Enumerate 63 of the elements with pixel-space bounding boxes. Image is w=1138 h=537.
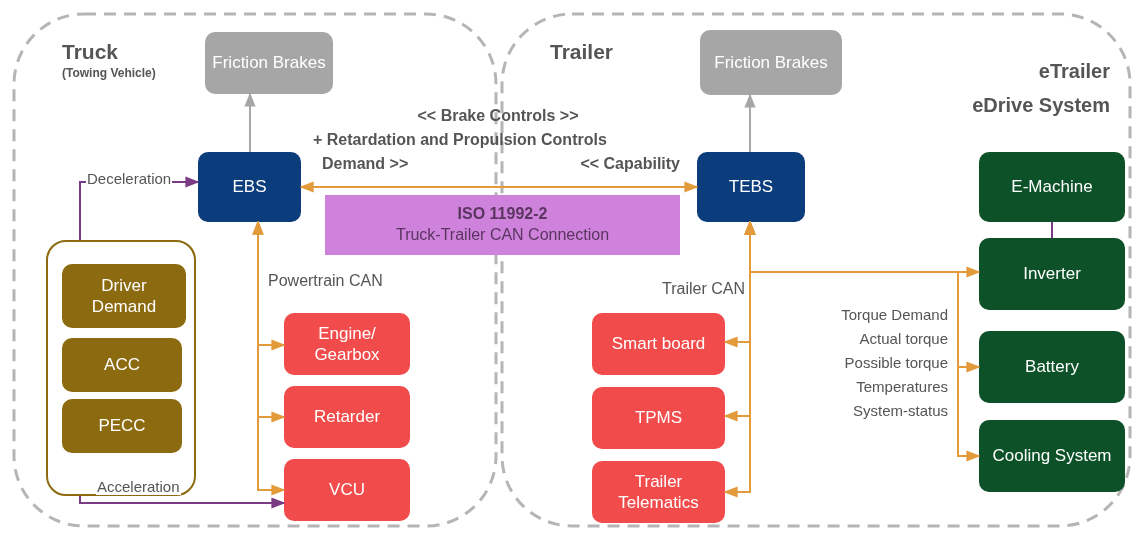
component-box (284, 386, 410, 448)
signal-arrow (79, 495, 286, 509)
arrow (299, 181, 699, 193)
box-label: PECC (98, 415, 146, 437)
box-label: EBS (232, 176, 267, 198)
signal-description: << Capability (579, 155, 680, 173)
edrive-box (979, 238, 1125, 310)
connector-line (1051, 221, 1053, 239)
connection-description: Truck-Trailer CAN Connection (395, 225, 610, 245)
input-box (62, 338, 182, 392)
box-label: E-Machine (1011, 176, 1093, 198)
region-heading: Truck (62, 40, 119, 64)
component-box (592, 313, 725, 375)
component-box (284, 313, 410, 375)
region-heading: Trailer (550, 40, 614, 64)
arrow (244, 92, 256, 153)
box-label: Trailer Telematics (617, 470, 700, 514)
bus-name: Powertrain CAN (268, 272, 384, 290)
arrow (252, 220, 286, 496)
system-heading: eDrive System (971, 94, 1110, 117)
signal-name: System-status (851, 402, 948, 419)
input-box (62, 399, 182, 453)
signal-name: Temperatures (855, 378, 948, 395)
signal-description: + Retardation and Propulsion Controls (313, 131, 608, 149)
edrive-box (979, 331, 1125, 403)
box-label: Engine/ Gearbox (313, 322, 381, 366)
box-label: Battery (1025, 356, 1079, 378)
component-box (592, 461, 725, 523)
box-label: Smart board (611, 333, 706, 355)
box-label: TEBS (728, 176, 774, 198)
arrow (744, 93, 756, 153)
region-subheading: (Towing Vehicle) (62, 66, 156, 80)
box-label: TPMS (634, 407, 683, 429)
edrive-box (979, 420, 1125, 492)
group-box (46, 240, 196, 496)
edge-label: Deceleration (86, 170, 173, 187)
edrive-box (979, 152, 1125, 222)
signal-name: Torque Demand (840, 306, 948, 323)
brake-box (700, 30, 842, 95)
box-label: VCU (329, 479, 365, 501)
bus-name: Trailer CAN (661, 280, 745, 298)
edge-label: Acceleration (96, 478, 181, 495)
box-label: Friction Brakes (212, 52, 326, 74)
signal-name: Possible torque (843, 354, 948, 371)
component-box (284, 459, 410, 521)
signal-description: << Brake Controls >> (416, 107, 580, 125)
system-heading: eTrailer (1037, 60, 1110, 83)
standard-name: ISO 11992-2 (457, 204, 548, 225)
box-label: Driver Demand (90, 274, 158, 318)
connection-bar (325, 195, 680, 255)
control-unit-box (697, 152, 805, 222)
box-label: ACC (104, 354, 140, 376)
brake-box (205, 32, 333, 94)
control-unit-box (198, 152, 301, 222)
box-label: Retarder (313, 406, 381, 428)
arrow (744, 220, 981, 462)
signal-name: Actual torque (858, 330, 948, 347)
box-label: Friction Brakes (714, 51, 828, 74)
component-box (592, 387, 725, 449)
box-label: Cooling System (992, 445, 1112, 467)
signal-description: Demand >> (322, 155, 410, 173)
input-box (62, 264, 186, 328)
box-label: Inverter (1023, 263, 1081, 285)
